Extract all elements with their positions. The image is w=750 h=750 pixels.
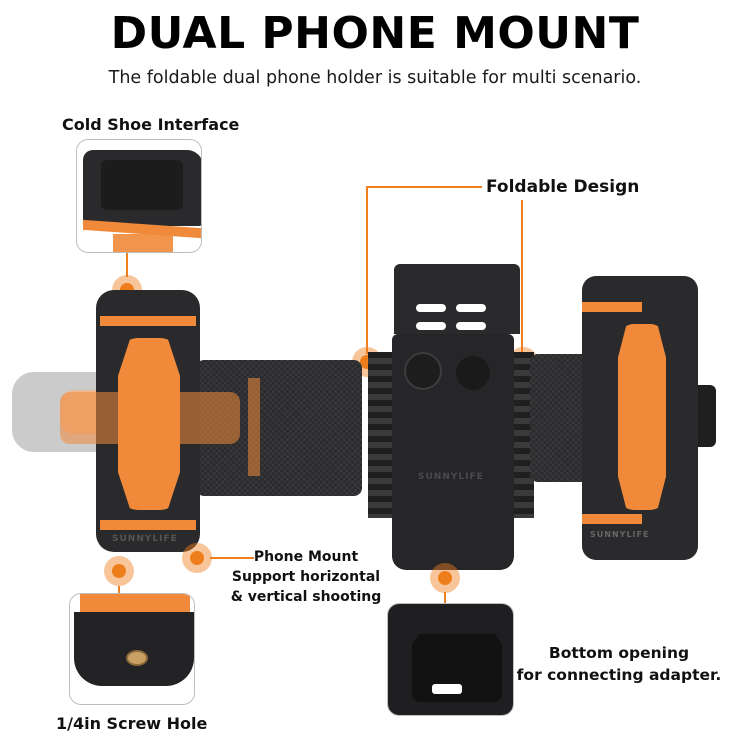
page-title: DUAL PHONE MOUNT	[110, 8, 640, 59]
right-clamp-grip-pad	[618, 324, 666, 510]
bottom-opening-label: Bottom opening for connecting adapter.	[516, 642, 722, 686]
cold-shoe-port	[404, 352, 442, 390]
screw-hole-marker-dot	[104, 556, 134, 586]
bottom-opening-slot	[432, 684, 462, 694]
foldable-label: Foldable Design	[486, 177, 640, 197]
phone-mount-leader-line	[210, 557, 254, 559]
cold-shoe-label: Cold Shoe Interface	[62, 115, 240, 134]
bottom-leader-line	[444, 592, 446, 606]
cold-shoe-inset-image	[76, 139, 202, 253]
page-subtitle: The foldable dual phone holder is suitab…	[108, 68, 642, 88]
left-clamp-top-jaw	[100, 316, 196, 326]
lens-cap-circle	[456, 356, 490, 390]
vent-slot	[456, 304, 486, 312]
foldable-leader-line-left	[366, 186, 368, 354]
bottom-opening-label-line1: Bottom opening	[548, 644, 690, 662]
right-clamp-top-jaw	[582, 302, 642, 312]
foldable-leader-line-right	[521, 200, 523, 354]
phone-mount-marker-dot	[182, 543, 212, 573]
left-hinge	[368, 352, 394, 518]
screw-hole-inset-image	[69, 593, 195, 705]
cold-shoe-leader-line	[126, 253, 128, 277]
phone-mount-label-line1: Phone Mount	[253, 549, 359, 565]
cold-shoe-orange-pad	[113, 234, 173, 252]
center-brand: SUNNYLIFE	[418, 472, 484, 482]
foldable-leader-line-h	[366, 186, 482, 188]
vent-slot	[416, 304, 446, 312]
cold-shoe-slot	[101, 160, 183, 210]
left-clamp-bottom-jaw	[100, 520, 196, 530]
left-arm-slider	[248, 378, 260, 476]
screw-hole-label: 1/4in Screw Hole	[56, 714, 208, 733]
phone-mount-label: Phone Mount Support horizontal & vertica…	[226, 547, 386, 607]
bottom-opening-inset-image	[387, 603, 514, 716]
screw-hole-body	[74, 612, 194, 686]
screw-hole-insert	[126, 650, 148, 666]
screw-hole-orange-jaw	[80, 594, 190, 616]
phone-mount-label-line3: & vertical shooting	[230, 589, 382, 605]
bottom-marker-dot	[430, 563, 460, 593]
left-clamp-brand: SUNNYLIFE	[112, 534, 178, 544]
screw-hole-leader-line	[118, 586, 120, 596]
vent-slot	[416, 322, 446, 330]
vent-slot	[456, 322, 486, 330]
phone-mount-label-line2: Support horizontal	[231, 569, 381, 585]
left-clamp-overlay-pad	[60, 392, 240, 444]
right-clamp-brand: SUNNYLIFE	[590, 530, 650, 539]
right-clamp-bottom-jaw	[582, 514, 642, 524]
bottom-opening-label-line2: for connecting adapter.	[516, 666, 722, 684]
